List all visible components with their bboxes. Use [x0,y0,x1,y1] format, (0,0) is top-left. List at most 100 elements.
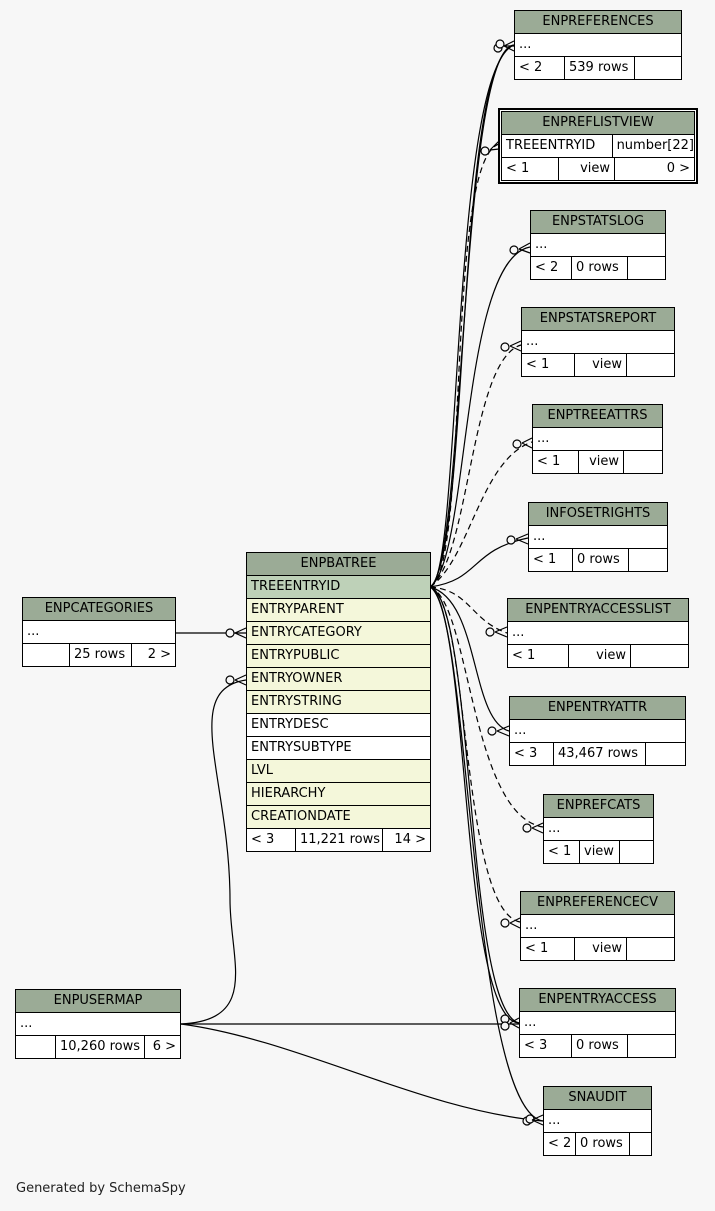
table-title[interactable]: SNAUDIT [544,1087,651,1110]
parents-count: < 2 [519,60,543,75]
crows-feet [234,40,544,1126]
table-title[interactable]: ENPREFCATS [544,795,653,818]
parents-count: < 1 [548,844,572,859]
column-entryparent[interactable]: ENTRYPARENT [247,599,430,622]
table-title[interactable]: ENPUSERMAP [16,990,180,1013]
table-footer: < 3 11,221 rows 14 > [247,829,430,851]
table-footer: < 1 view [521,938,674,960]
parents-count: < 1 [525,941,549,956]
table-body: ... [515,34,681,57]
column-entryowner[interactable]: ENTRYOWNER [247,668,430,691]
table-snaudit[interactable]: SNAUDIT ... < 2 0 rows [543,1086,652,1156]
table-enpentryaccesslist[interactable]: ENPENTRYACCESSLIST ... < 1 view [507,598,689,668]
parents-count: < 3 [251,832,275,847]
parents-count: < 1 [526,357,550,372]
table-enpreflistview[interactable]: ENPREFLISTVIEW TREEENTRYID number[22] < … [498,108,698,184]
edge-snaudit [429,586,544,1122]
row-count: view [558,158,614,180]
table-enpbatree[interactable]: ENPBATREE TREEENTRYID ENTRYPARENT ENTRYC… [246,552,431,852]
row-count: view [568,645,630,667]
column-entrysubtype[interactable]: ENTRYSUBTYPE [247,737,430,760]
edge-enpusermap-snaudit [180,1023,544,1122]
children-count [629,1133,651,1155]
table-enpstatslog[interactable]: ENPSTATSLOG ... < 2 0 rows [530,210,666,280]
parents-count: < 3 [514,746,538,761]
column-treeentryid[interactable]: TREEENTRYID [247,576,430,599]
table-enpcategories[interactable]: ENPCATEGORIES ... 25 rows 2 > [22,597,176,667]
children-count [634,57,681,79]
table-title[interactable]: INFOSETRIGHTS [529,503,667,526]
table-body: ... [521,915,674,938]
edge-enpentryattr [429,586,510,732]
table-title[interactable]: ENPREFERENCES [515,11,681,34]
table-body: ... [544,1110,651,1133]
table-footer: < 1 view 0 > [502,158,694,180]
children-count: 2 > [131,644,175,666]
table-title[interactable]: ENPREFLISTVIEW [502,112,694,135]
parents-count: < 1 [506,161,530,176]
table-infosetrights[interactable]: INFOSETRIGHTS ... < 1 0 rows [528,502,668,572]
parents-count: < 1 [512,648,536,663]
parents-count: < 1 [533,552,557,567]
column-creationdate[interactable]: CREATIONDATE [247,806,430,829]
children-count [626,354,674,376]
parents-count [23,644,69,666]
row-count: view [578,451,623,473]
table-footer: < 3 0 rows [520,1035,675,1057]
column-type: number[22] [616,138,694,153]
table-footer: < 1 view [508,645,688,667]
children-count [619,841,653,863]
table-enpentryattr[interactable]: ENPENTRYATTR ... < 3 43,467 rows [509,696,686,766]
table-title[interactable]: ENPSTATSLOG [531,211,665,234]
table-body: ... [531,234,665,257]
parents-count [16,1036,55,1058]
table-body: ... [23,621,175,644]
table-title[interactable]: ENPTREEATTRS [533,405,662,428]
relationship-markers [225,39,535,1126]
children-count [628,549,667,571]
row-count: view [574,938,626,960]
edge-enpstatslog [429,246,531,588]
table-title[interactable]: ENPENTRYACCESS [520,989,675,1012]
table-title[interactable]: ENPENTRYATTR [510,697,685,720]
column-entrydesc[interactable]: ENTRYDESC [247,714,430,737]
table-body: ... [16,1013,180,1036]
column-entrycategory[interactable]: ENTRYCATEGORY [247,622,430,645]
table-footer: < 2 539 rows [515,57,681,79]
edge-enpentryaccesslist [429,586,508,634]
table-body: ... [510,720,685,743]
row-count: 43,467 rows [553,743,645,765]
table-body: ... [544,818,653,841]
table-title[interactable]: ENPREFERENCECV [521,892,674,915]
row-count: 11,221 rows [295,829,382,851]
column-lvl[interactable]: LVL [247,760,430,783]
edge-enprefcats [429,586,544,828]
table-title[interactable]: ENPSTATSREPORT [522,308,674,331]
table-footer: 25 rows 2 > [23,644,175,666]
children-count [630,645,688,667]
children-count: 0 > [614,158,694,180]
row-count: view [579,841,619,863]
row-count: 0 rows [575,1133,629,1155]
row-count: 25 rows [69,644,131,666]
column-entrystring[interactable]: ENTRYSTRING [247,691,430,714]
row-count: view [574,354,626,376]
table-enpreferences[interactable]: ENPREFERENCES ... < 2 539 rows [514,10,682,80]
table-enpusermap[interactable]: ENPUSERMAP ... 10,260 rows 6 > [15,989,181,1059]
table-title[interactable]: ENPENTRYACCESSLIST [508,599,688,622]
table-enptreeattrs[interactable]: ENPTREEATTRS ... < 1 view [532,404,663,474]
column-entrypublic[interactable]: ENTRYPUBLIC [247,645,430,668]
table-footer: < 2 0 rows [544,1133,651,1155]
table-body: ... [522,331,674,354]
column-hierarchy[interactable]: HIERARCHY [247,783,430,806]
parents-count: < 2 [548,1136,572,1151]
table-title[interactable]: ENPBATREE [247,553,430,576]
table-title[interactable]: ENPCATEGORIES [23,598,175,621]
table-enpreferencecv[interactable]: ENPREFERENCECV ... < 1 view [520,891,675,961]
table-enpentryaccess[interactable]: ENPENTRYACCESS ... < 3 0 rows [519,988,676,1058]
table-footer: 10,260 rows 6 > [16,1036,180,1058]
table-enprefcats[interactable]: ENPREFCATS ... < 1 view [543,794,654,864]
table-footer: < 3 43,467 rows [510,743,685,765]
table-enpstatsreport[interactable]: ENPSTATSREPORT ... < 1 view [521,307,675,377]
